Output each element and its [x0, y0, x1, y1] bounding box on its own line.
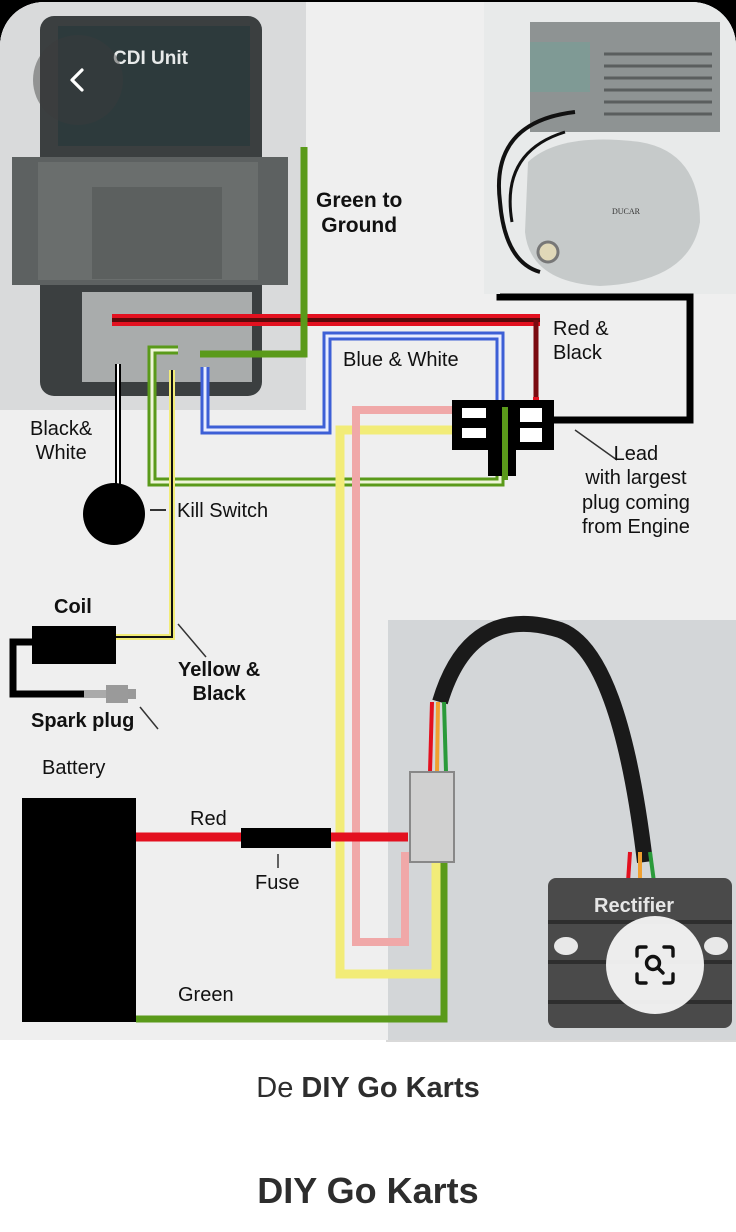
green-to-ground-line1: Green to	[316, 189, 403, 212]
chevron-left-icon	[70, 68, 84, 92]
green-to-ground-label: Green to Ground	[316, 189, 402, 239]
image-title[interactable]: DIY Go Karts	[257, 1170, 479, 1211]
kill-switch-icon	[83, 483, 145, 545]
engine-lead-line3: plug coming	[582, 491, 690, 514]
fuse-icon	[241, 828, 331, 848]
blue-white-label: Blue & White	[343, 349, 459, 371]
image-viewer: DUCAR	[0, 0, 736, 1040]
yellow-black-line1: Yellow &	[178, 659, 261, 681]
source-name[interactable]: DIY Go Karts	[301, 1072, 480, 1104]
red-black-line1: Red &	[553, 318, 609, 340]
divider	[386, 1040, 736, 1042]
red-wire-label: Red	[190, 808, 227, 830]
spark-plug-icon	[106, 685, 128, 703]
cdi-unit-icon	[12, 16, 288, 396]
lens-search-icon	[635, 945, 675, 985]
yellow-black-label: Yellow & Black	[178, 659, 260, 706]
kill-switch-label: Kill Switch	[177, 500, 269, 522]
black-white-label: Black& White	[30, 418, 92, 465]
engine-brand-label: DUCAR	[612, 207, 641, 216]
lens-search-button[interactable]	[606, 916, 704, 1014]
source-prefix: De	[256, 1072, 294, 1104]
black-white-line1: Black&	[30, 418, 93, 440]
yellow-black-line2: Black	[192, 682, 246, 705]
wiring-diagram-image[interactable]: DUCAR	[0, 2, 736, 1040]
coil-label: Coil	[54, 596, 92, 618]
image-source[interactable]: De DIY Go Karts	[0, 1072, 736, 1105]
battery-label: Battery	[42, 757, 106, 779]
green-to-ground-line2: Ground	[321, 213, 398, 237]
fuse-label: Fuse	[255, 872, 300, 894]
rectifier-label: Rectifier	[594, 895, 675, 917]
engine-lead-line2: with largest	[585, 467, 687, 490]
battery-icon	[22, 798, 136, 1022]
green-wire-label: Green	[178, 984, 234, 1006]
green-battery-wire	[136, 847, 448, 1023]
engine-icon	[497, 22, 720, 286]
red-black-label: Red & Black	[553, 318, 609, 365]
cdi-unit-label: CDI Unit	[113, 48, 188, 69]
red-black-line2: Black	[553, 341, 602, 364]
engine-lead-line1: Lead	[613, 443, 659, 465]
rectifier-plug-icon	[409, 771, 455, 863]
spark-plug-label: Spark plug	[31, 710, 135, 732]
engine-lead-line4: from Engine	[582, 516, 690, 539]
black-white-line2: White	[35, 441, 87, 464]
engine-lead-label: Lead with largest plug coming from Engin…	[582, 442, 690, 540]
rectifier-cable	[432, 615, 653, 863]
back-button[interactable]	[33, 35, 123, 125]
pink-wire	[352, 406, 460, 946]
wiring-diagram: DUCAR	[0, 2, 736, 1040]
green-ground-wire	[200, 147, 308, 358]
engine-lead-wire	[496, 293, 694, 424]
yellow-wire	[335, 425, 460, 979]
coil-icon	[32, 626, 116, 664]
